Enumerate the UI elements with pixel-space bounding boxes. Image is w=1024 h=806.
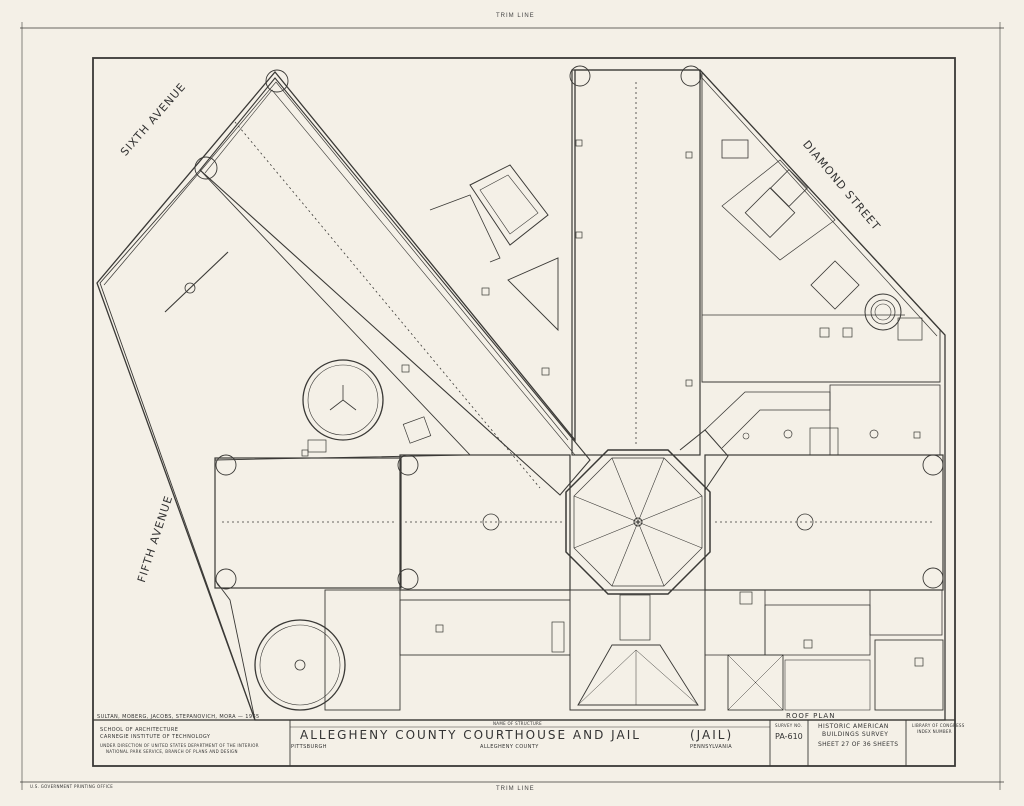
school-name: SCHOOL OF ARCHITECTURE <box>100 727 179 733</box>
trim-line-bottom: TRIM LINE <box>496 786 535 792</box>
direction-note: UNDER DIRECTION OF UNITED STATES DEPARTM… <box>100 743 259 748</box>
county-name: ALLEGHENY COUNTY <box>480 744 539 750</box>
index-number-label: INDEX NUMBER <box>917 729 952 734</box>
library-of-congress-label: LIBRARY OF CONGRESS <box>912 723 965 728</box>
habs-line-1: HISTORIC AMERICAN <box>818 723 889 730</box>
state-name: PENNSYLVANIA <box>690 744 733 750</box>
survey-number-label: SURVEY NO. <box>775 723 803 728</box>
structure-name: ALLEGHENY COUNTY COURTHOUSE AND JAIL <box>300 728 641 742</box>
roof-plan-caption: ROOF PLAN <box>786 712 836 720</box>
structure-part: (JAIL) <box>690 728 734 742</box>
park-service-note: NATIONAL PARK SERVICE, BRANCH OF PLANS A… <box>106 749 238 754</box>
printer-note: U.S. GOVERNMENT PRINTING OFFICE <box>30 784 114 789</box>
habs-line-2: BUILDINGS SURVEY <box>822 731 889 738</box>
institute-name: CARNEGIE INSTITUTE OF TECHNOLOGY <box>100 734 211 740</box>
structure-name-label: NAME OF STRUCTURE <box>493 721 542 726</box>
city-name: PITTSBURGH <box>291 744 327 750</box>
trim-line-top: TRIM LINE <box>496 13 535 19</box>
sheet-number: SHEET 27 OF 36 SHEETS <box>818 741 899 748</box>
delineators-note: SULTAN, MOBERG, JACOBS, STEPANOVICH, MOR… <box>97 714 260 720</box>
survey-number: PA-610 <box>775 732 803 741</box>
